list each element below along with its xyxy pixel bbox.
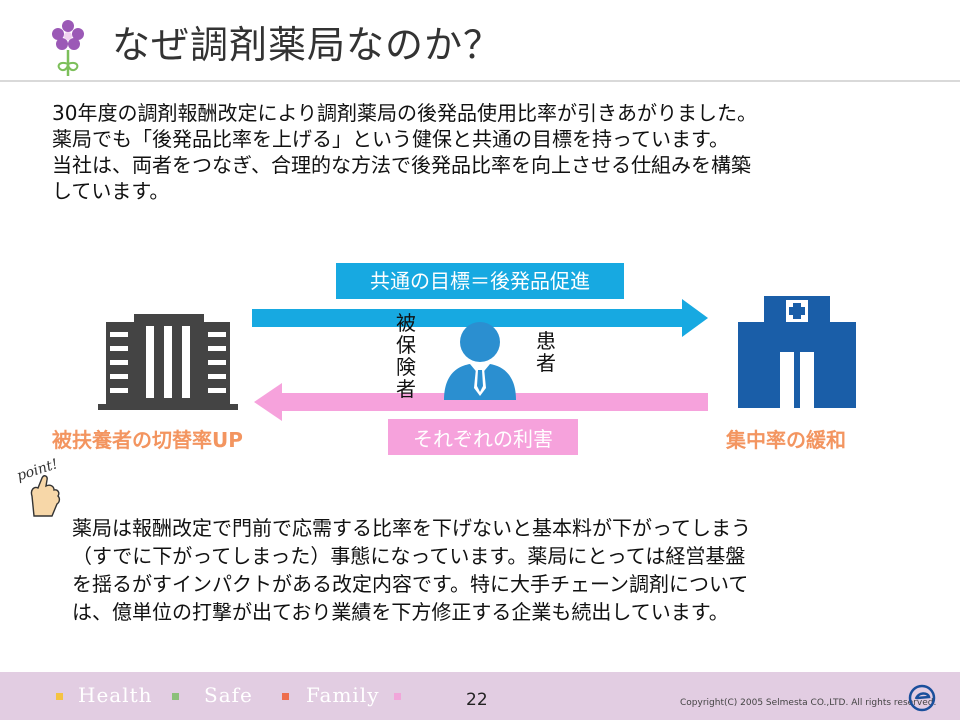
body-line: 薬局は報酬改定で門前で応需する比率を下げないと基本料が下がってしまう [72, 516, 751, 540]
vertical-char: 被 [396, 311, 416, 335]
svg-text:point!: point! [15, 456, 60, 484]
left-arrow [254, 383, 708, 421]
body-line: を揺るがすインパクトがある改定内容です。特に大手チェーン調剤について [72, 572, 749, 596]
footer-bullet-pink [394, 693, 401, 700]
footer-safe: Safe [204, 683, 253, 707]
hospital-icon [738, 296, 856, 408]
page-number: 22 [466, 690, 488, 710]
footer-bullet-yellow [56, 693, 63, 700]
intro-line: 薬局でも「後発品比率を上げる」という健保と共通の目標を持っています。 [52, 127, 729, 151]
title-divider [0, 80, 960, 82]
intro-line: しています。 [52, 179, 170, 203]
intro-paragraph: 30年度の調剤報酬改定により調剤薬局の後発品使用比率が引きあがりました。 薬局で… [52, 100, 932, 204]
body-line: （すでに下がってしまった）事態になっています。薬局にとっては経営基盤 [72, 544, 746, 568]
page-title: なぜ調剤薬局なのか？ [112, 23, 503, 67]
explanation-paragraph: 薬局は報酬改定で門前で応需する比率を下げないと基本料が下がってしまう （すでに下… [72, 514, 912, 626]
footer-family: Family [306, 683, 380, 707]
intro-line: 30年度の調剤報酬改定により調剤薬局の後発品使用比率が引きあがりました。 [52, 101, 758, 125]
copyright-notice: Copyright(C) 2005 Selmesta CO.,LTD. All … [680, 698, 937, 708]
right-arrow [252, 299, 708, 337]
insurer-vertical-label: 被 保 険 者 [394, 312, 418, 400]
footer-bar [0, 672, 960, 720]
footer-bullet-red [282, 693, 289, 700]
vertical-char: 者 [396, 377, 416, 401]
vertical-char: 患 [536, 329, 556, 353]
vertical-char: 険 [396, 355, 416, 379]
point-hand-icon: point! [15, 456, 61, 517]
common-goal-label: 共通の目標＝後発品促進 [336, 263, 624, 299]
person-icon [444, 322, 516, 400]
body-line: は、億単位の打撃が出ており業績を下方修正する企業も続出しています。 [72, 600, 729, 624]
company-logo-icon [908, 684, 936, 712]
intro-line: 当社は、両者をつなぎ、合理的な方法で後発品比率を向上させる仕組みを構築 [52, 153, 751, 177]
vertical-char: 者 [536, 351, 556, 375]
vertical-char: 保 [396, 333, 416, 357]
footer-health: Health [78, 683, 153, 707]
patient-vertical-label: 患 者 [534, 330, 558, 374]
flower-logo-icon [52, 20, 84, 76]
concentration-relief-label: 集中率の緩和 [726, 428, 846, 452]
each-interest-label: それぞれの利害 [388, 419, 578, 455]
footer-bullet-green [172, 693, 179, 700]
dependent-switch-rate-label: 被扶養者の切替率UP [52, 428, 243, 452]
